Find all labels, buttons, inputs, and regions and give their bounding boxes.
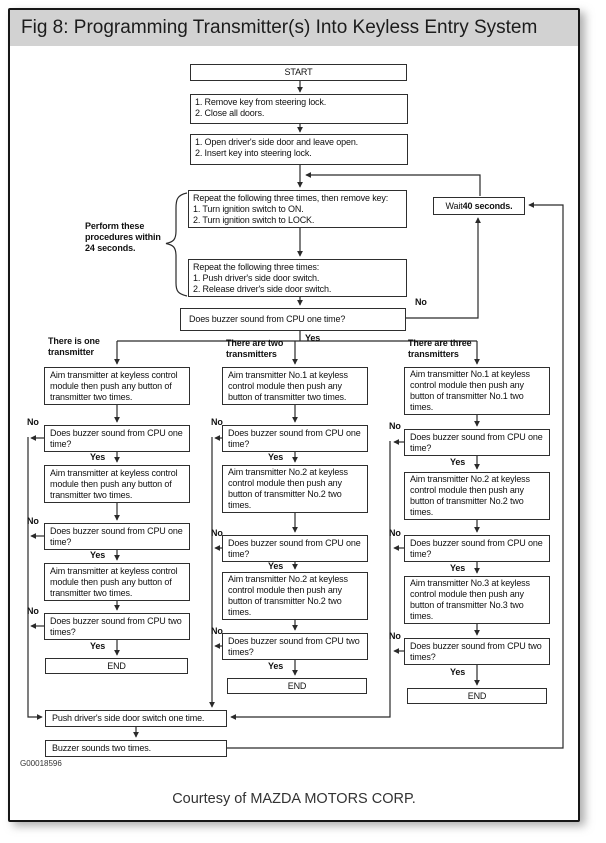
col1-aim-1: Aim transmitter at keyless control modul… [44, 367, 190, 405]
wait-label: Wait [445, 200, 463, 211]
no-label: No [211, 626, 223, 636]
no-label: No [27, 606, 39, 616]
yes-label: Yes [268, 661, 284, 671]
col2-question-1: Does buzzer sound from CPU one time? [222, 425, 368, 452]
page-title: Fig 8: Programming Transmitter(s) Into K… [21, 17, 538, 38]
col2-question-3: Does buzzer sound from CPU two times? [222, 633, 368, 660]
no-label: No [389, 528, 401, 538]
no-label: No [415, 297, 427, 307]
col1-question-2: Does buzzer sound from CPU one time? [44, 523, 190, 550]
node-door-switch-cycle: Repeat the following three times: 1. Pus… [188, 259, 407, 297]
node-buzzer-two-times: Buzzer sounds two times. [45, 740, 227, 757]
col1-header: There is one transmitter [48, 336, 100, 357]
col3-question-1: Does buzzer sound from CPU one time? [404, 429, 550, 456]
col1-question-1: Does buzzer sound from CPU one time? [44, 425, 190, 452]
col2-aim-1: Aim transmitter No.1 at keyless control … [222, 367, 368, 405]
col3-aim-2: Aim transmitter No.2 at keyless control … [404, 472, 550, 520]
col3-header: There are three transmitters [408, 338, 472, 359]
col2-end: END [227, 678, 367, 694]
node-open-door: 1. Open driver's side door and leave ope… [190, 134, 408, 165]
wait-duration: 40 seconds. [462, 200, 513, 211]
yes-label: Yes [450, 667, 466, 677]
col2-header: There are two transmitters [226, 338, 284, 359]
col2-aim-2: Aim transmitter No.2 at keyless control … [222, 465, 368, 513]
node-buzzer-question-main: Does buzzer sound from CPU one time? [180, 308, 406, 331]
yes-label: Yes [450, 457, 466, 467]
courtesy-note: Courtesy of MAZDA MOTORS CORP. [172, 791, 416, 807]
node-ignition-cycle: Repeat the following three times, then r… [188, 190, 407, 228]
col2-aim-3: Aim transmitter No.2 at keyless control … [222, 572, 368, 620]
col1-question-3: Does buzzer sound from CPU two times? [44, 613, 190, 640]
no-label: No [27, 516, 39, 526]
note-perform-within: Perform these procedures within 24 secon… [85, 221, 161, 253]
no-label: No [27, 417, 39, 427]
node-remove-key: 1. Remove key from steering lock. 2. Clo… [190, 94, 408, 124]
no-label: No [211, 528, 223, 538]
col1-aim-3: Aim transmitter at keyless control modul… [44, 563, 190, 601]
no-label: No [211, 417, 223, 427]
title-bar: Fig 8: Programming Transmitter(s) Into K… [10, 10, 578, 46]
yes-label: Yes [90, 641, 106, 651]
col3-question-2: Does buzzer sound from CPU one time? [404, 535, 550, 562]
yes-label: Yes [90, 550, 106, 560]
col3-aim-1: Aim transmitter No.1 at keyless control … [404, 367, 550, 415]
yes-label: Yes [305, 333, 321, 343]
col3-aim-3: Aim transmitter No.3 at keyless control … [404, 576, 550, 624]
yes-label: Yes [268, 561, 284, 571]
col2-question-2: Does buzzer sound from CPU one time? [222, 535, 368, 562]
node-start: START [190, 64, 407, 81]
col1-end: END [45, 658, 188, 674]
col1-aim-2: Aim transmitter at keyless control modul… [44, 465, 190, 503]
no-label: No [389, 631, 401, 641]
no-label: No [389, 421, 401, 431]
yes-label: Yes [450, 563, 466, 573]
col3-end: END [407, 688, 547, 704]
yes-label: Yes [90, 452, 106, 462]
yes-label: Yes [268, 452, 284, 462]
node-wait-40-seconds: Wait 40 seconds. [433, 197, 525, 215]
brace-left [165, 192, 188, 297]
figure-id: G00018596 [20, 759, 62, 768]
node-push-door-switch: Push driver's side door switch one time. [45, 710, 227, 727]
col3-question-3: Does buzzer sound from CPU two times? [404, 638, 550, 665]
